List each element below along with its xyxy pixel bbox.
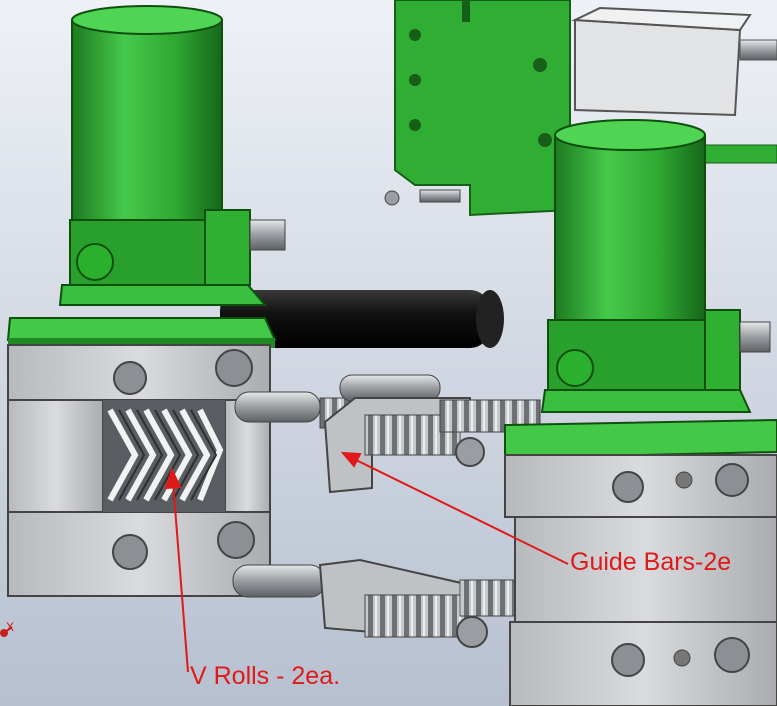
- guide-bars-label: Guide Bars-2e: [570, 548, 732, 576]
- v-rolls-label: V Rolls - 2ea.: [190, 662, 341, 690]
- axis-x-label: X: [6, 620, 15, 634]
- black-roller: [220, 290, 504, 348]
- right-motor: [504, 119, 777, 460]
- v-rolls: [103, 400, 225, 512]
- left-roll-housing: [7, 344, 271, 597]
- axis-triad-icon: [0, 626, 13, 637]
- lower-guide-rods: [232, 558, 521, 648]
- right-roll-housing: [504, 454, 777, 706]
- mounting-plate: [384, 0, 571, 217]
- left-motor: [6, 5, 286, 348]
- callout-leaders: [164, 451, 569, 673]
